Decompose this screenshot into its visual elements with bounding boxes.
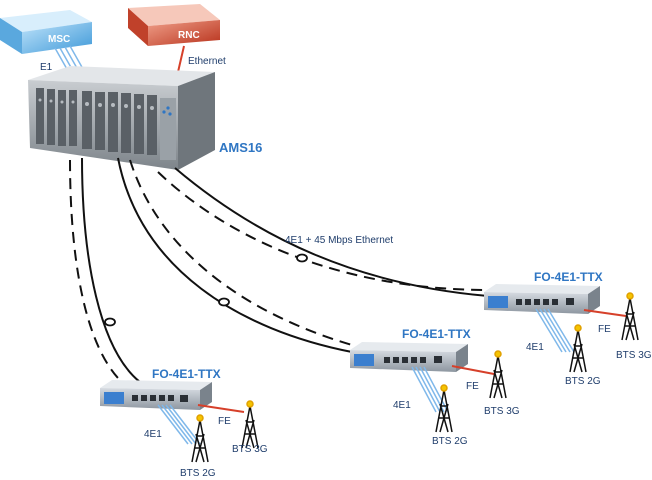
e1-top-label: E1	[40, 62, 53, 73]
fiber-loops	[104, 253, 308, 327]
fiber-link-3-dashed	[157, 171, 489, 291]
bts-tower-icon	[241, 400, 259, 449]
msc-label: MSC	[48, 34, 70, 45]
fo-terminal-3: FO-4E1-TTX 4E1 FE	[484, 270, 627, 353]
fo-terminal-1: FO-4E1-TTX 4E1 FE	[100, 367, 245, 445]
fiber-link-3	[174, 167, 489, 297]
rnc-block: RNC	[128, 4, 220, 46]
terminal-2-e1: 4E1	[393, 400, 411, 411]
ams16-chassis	[28, 66, 215, 170]
terminal-1-title: FO-4E1-TTX	[152, 367, 221, 381]
terminal-2-bts3g: BTS 3G	[484, 406, 520, 417]
chassis-cards	[36, 88, 157, 155]
terminal-2-fe: FE	[466, 381, 479, 392]
bts-tower-icon	[489, 350, 507, 399]
link-capacity-label: 4E1 + 45 Mbps Ethernet	[285, 235, 393, 246]
terminal-3-title: FO-4E1-TTX	[534, 270, 603, 284]
terminal-2-bts2g: BTS 2G	[432, 436, 468, 447]
terminal-1-bts3g: BTS 3G	[232, 444, 268, 455]
ethernet-label: Ethernet	[188, 56, 226, 67]
fiber-links	[69, 157, 489, 386]
terminal-3-bts3g: BTS 3G	[616, 350, 652, 361]
fiber-link-1	[81, 157, 141, 383]
terminal-1-bts2g: BTS 2G	[180, 468, 216, 479]
terminal-1-e1: 4E1	[144, 429, 162, 440]
terminal-3-e1: 4E1	[526, 342, 544, 353]
ams16-label: AMS16	[219, 140, 262, 155]
ethernet-link-rnc	[177, 45, 185, 73]
bts-tower-icon	[191, 414, 209, 463]
terminal-2-title: FO-4E1-TTX	[402, 327, 471, 341]
bts-tower-icon	[569, 324, 587, 373]
fiber-link-2-dashed	[129, 159, 353, 346]
msc-block: MSC	[0, 10, 92, 54]
bts-tower-icon	[435, 384, 453, 433]
fo-terminal-2: FO-4E1-TTX 4E1 FE	[350, 327, 495, 413]
fiber-link-1-dashed	[69, 159, 126, 386]
bts-tower-icon	[621, 292, 639, 341]
rnc-label: RNC	[178, 30, 200, 41]
fiber-link-2	[117, 157, 353, 353]
terminal-1-fe: FE	[218, 416, 231, 427]
terminal-3-bts2g: BTS 2G	[565, 376, 601, 387]
terminal-3-fe: FE	[598, 324, 611, 335]
